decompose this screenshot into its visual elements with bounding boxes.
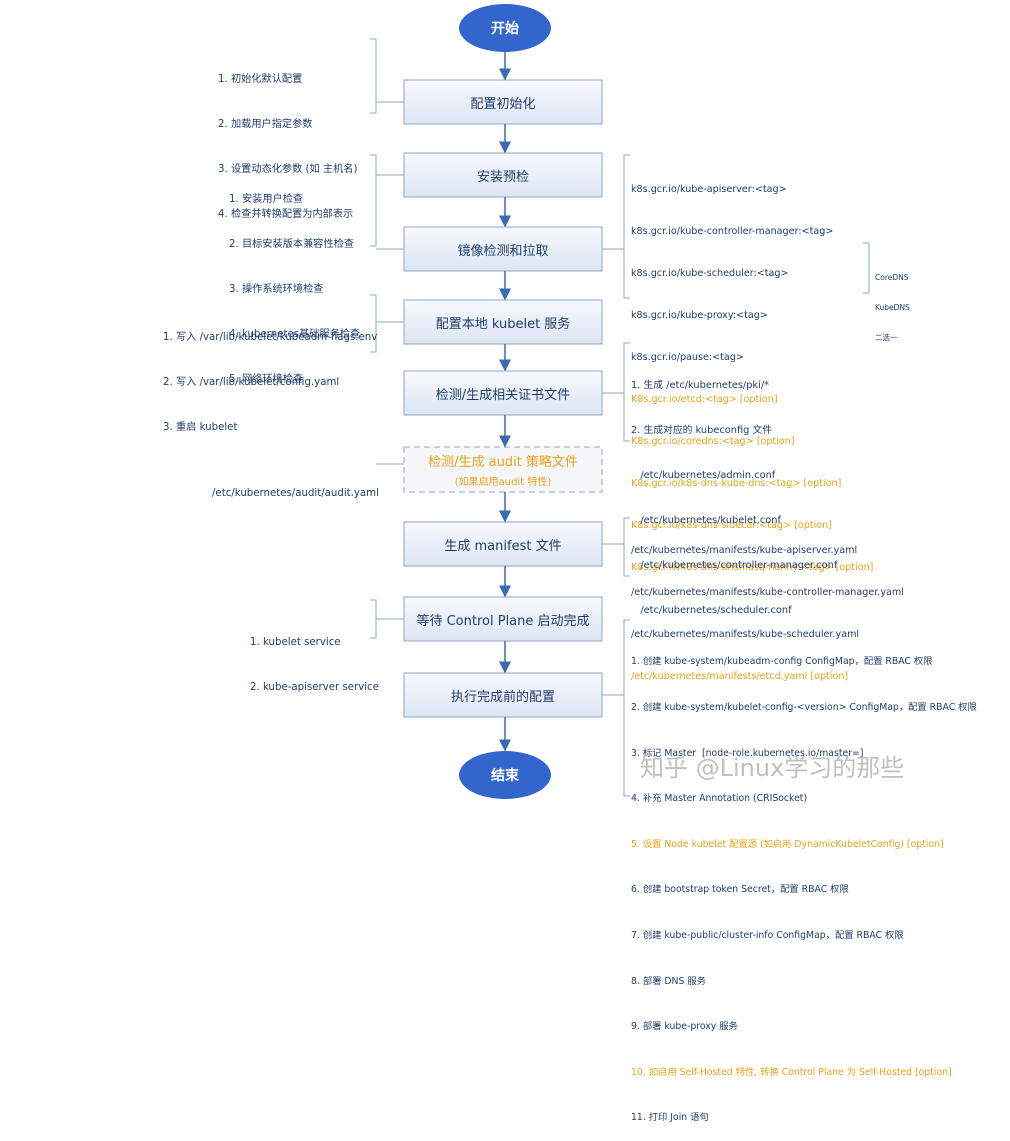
note-line-optional: 5. 设置 Node kubelet 配置源 (如启用 DynamicKubel… xyxy=(631,838,944,850)
note-line: /etc/kubernetes/manifests/kube-controlle… xyxy=(631,587,904,598)
step-label: 镜像检测和拉取 xyxy=(457,243,549,259)
bracket-preflight xyxy=(370,154,404,250)
step-sublabel: (如果启用audit 特性) xyxy=(454,477,552,488)
note-line-optional: K8s.gcr.io/k8s-dns-dnsmasq-nanny:<tag> [… xyxy=(631,562,874,573)
note-line: 1. 安装用户检查 xyxy=(229,194,304,205)
note-line: 1. kubelet service xyxy=(250,637,341,648)
note-line: /etc/kubernetes/controller-manager.conf xyxy=(631,560,838,571)
note-line: 11. 打印 Join 语句 xyxy=(631,1112,709,1124)
bracket-certs xyxy=(602,342,630,442)
step-manifest: 生成 manifest 文件 xyxy=(404,522,602,566)
note-line: 二选一 xyxy=(875,333,898,342)
note-kubelet: 1. 写入 /var/lib/kubelet/kubeadm-flags.env… xyxy=(163,300,377,450)
note-line: 1. 创建 kube-system/kubeadm-config ConfigM… xyxy=(631,656,933,668)
note-preflight: 1. 安装用户检查 2. 目标安装版本兼容性检查 3. 操作系统环境检查 4. … xyxy=(229,162,360,402)
step-label: 安装预检 xyxy=(476,169,529,185)
note-line: 2. 生成对应的 kubeconfig 文件 xyxy=(631,425,773,436)
note-line: /etc/kubernetes/admin.conf xyxy=(631,470,776,481)
note-line: 7. 创建 kube-public/cluster-info ConfigMap… xyxy=(631,929,904,941)
step-label: 等待 Control Plane 启动完成 xyxy=(416,613,590,629)
note-line: 1. 生成 /etc/kubernetes/pki/* xyxy=(631,380,770,391)
step-config-init: 配置初始化 xyxy=(404,80,602,124)
bracket-dns xyxy=(863,242,870,294)
note-audit: /etc/kubernetes/audit/audit.yaml xyxy=(212,456,379,516)
note-line: 3. 操作系统环境检查 xyxy=(229,284,324,295)
note-line: 2. 加载用户指定参数 xyxy=(218,119,313,130)
note-dns-choice: CoreDNS KubeDNS 二选一 xyxy=(875,253,910,353)
note-line: /etc/kubernetes/audit/audit.yaml xyxy=(212,488,379,499)
bracket-images xyxy=(602,154,630,299)
note-wait: 1. kubelet service 2. kube-apiserver ser… xyxy=(250,605,379,710)
note-line: 1. 写入 /var/lib/kubelet/kubeadm-flags.env xyxy=(163,332,378,343)
start-label: 开始 xyxy=(491,21,519,37)
box-config-init xyxy=(403,79,603,125)
note-final: 1. 创建 kube-system/kubeadm-config ConfigM… xyxy=(631,624,977,1141)
note-line-optional: K8s.gcr.io/k8s-dns-kube-dns:<tag> [optio… xyxy=(631,478,842,489)
note-images: k8s.gcr.io/kube-apiserver:<tag> k8s.gcr.… xyxy=(631,155,873,589)
note-line: k8s.gcr.io/kube-apiserver:<tag> xyxy=(631,184,787,195)
note-line: k8s.gcr.io/kube-proxy:<tag> xyxy=(631,310,768,321)
note-line: CoreDNS xyxy=(875,273,909,282)
box-images xyxy=(403,226,603,272)
step-label: 执行完成前的配置 xyxy=(450,689,555,705)
step-kubelet: 配置本地 kubelet 服务 xyxy=(404,300,602,344)
note-line: 3. 设置动态化参数 (如 主机名) xyxy=(218,164,358,175)
bracket-manifest xyxy=(602,517,630,577)
step-final: 执行完成前的配置 xyxy=(404,673,602,717)
note-line-optional: K8s.gcr.io/etcd:<tag> [option] xyxy=(631,394,778,405)
step-label: 配置初始化 xyxy=(470,96,536,112)
end-oval xyxy=(459,751,551,799)
note-line: 3. 标记 Master [node-role.kubernetes.io/ma… xyxy=(631,747,864,759)
end-label: 结束 xyxy=(491,768,519,784)
note-line: 8. 部署 DNS 服务 xyxy=(631,975,706,987)
note-line: 5. 网络环境检查 xyxy=(229,374,304,385)
step-label: 配置本地 kubelet 服务 xyxy=(435,316,571,332)
note-config-init: 1. 初始化默认配置 2. 加载用户指定参数 3. 设置动态化参数 (如 主机名… xyxy=(218,42,357,237)
note-line: 4. 补充 Master Annotation (CRISocket) xyxy=(631,793,808,805)
flowchart-canvas xyxy=(370,4,870,799)
box-audit xyxy=(403,446,603,493)
step-images: 镜像检测和拉取 xyxy=(404,227,602,271)
bracket-config-init xyxy=(370,38,404,114)
bracket-wait xyxy=(370,599,404,639)
note-manifests: /etc/kubernetes/manifests/kube-apiserver… xyxy=(631,516,904,698)
note-line: 4. 检查并转换配置为内部表示 xyxy=(218,209,354,220)
note-line: /etc/kubernetes/manifests/kube-scheduler… xyxy=(631,629,860,640)
note-line: /etc/kubernetes/manifests/kube-apiserver… xyxy=(631,545,858,556)
watermark: 知乎 @Linux学习的那些 xyxy=(640,754,905,782)
note-line: 4. kubernetes基础服务检查 xyxy=(229,329,361,340)
note-line-optional: /etc/kubernetes/manifests/etcd.yaml [opt… xyxy=(631,671,849,682)
bracket-final xyxy=(602,619,630,797)
box-manifest xyxy=(403,521,603,567)
note-line: 6. 创建 bootstrap token Secret，配置 RBAC 权限 xyxy=(631,884,849,896)
note-line-optional: K8s.gcr.io/k8s-dns-sidecar:<tag> [option… xyxy=(631,520,832,531)
step-label: 检测/生成 audit 策略文件 xyxy=(428,455,578,470)
note-line: 2. kube-apiserver service xyxy=(250,682,379,693)
note-line: 2. 写入 /var/lib/kubelet/config.yaml xyxy=(163,377,340,388)
note-line: 2. 创建 kube-system/kubelet-config-<versio… xyxy=(631,702,977,713)
note-line: 9. 部署 kube-proxy 服务 xyxy=(631,1021,738,1033)
note-line: KubeDNS xyxy=(875,303,910,312)
step-wait: 等待 Control Plane 启动完成 xyxy=(404,597,602,641)
note-line: 2. 目标安装版本兼容性检查 xyxy=(229,239,355,250)
step-certs: 检测/生成相关证书文件 xyxy=(404,371,602,415)
note-line-optional: 10. 如启用 Self-Hosted 特性, 转换 Control Plane… xyxy=(631,1066,952,1078)
box-preflight xyxy=(403,152,603,198)
note-line: /etc/kubernetes/scheduler.conf xyxy=(631,605,792,616)
note-line: 3. 重启 kubelet xyxy=(163,422,238,433)
step-label: 检测/生成相关证书文件 xyxy=(435,387,571,403)
note-line: k8s.gcr.io/pause:<tag> xyxy=(631,352,744,363)
note-line: /etc/kubernetes/kubelet.conf xyxy=(631,515,781,526)
step-label: 生成 manifest 文件 xyxy=(444,538,562,554)
start-oval xyxy=(459,4,551,52)
note-certs: 1. 生成 /etc/kubernetes/pki/* 2. 生成对应的 kub… xyxy=(631,348,837,633)
note-line: k8s.gcr.io/kube-scheduler:<tag> xyxy=(631,268,789,279)
note-line-optional: K8s.gcr.io/coredns:<tag> [option] xyxy=(631,436,795,447)
note-line: 1. 初始化默认配置 xyxy=(218,74,303,85)
step-preflight: 安装预检 xyxy=(404,153,602,197)
step-audit: 检测/生成 audit 策略文件 (如果启用audit 特性) xyxy=(404,447,602,492)
bracket-kubelet xyxy=(370,294,404,353)
note-line: k8s.gcr.io/kube-controller-manager:<tag> xyxy=(631,226,834,237)
box-final xyxy=(403,672,603,718)
